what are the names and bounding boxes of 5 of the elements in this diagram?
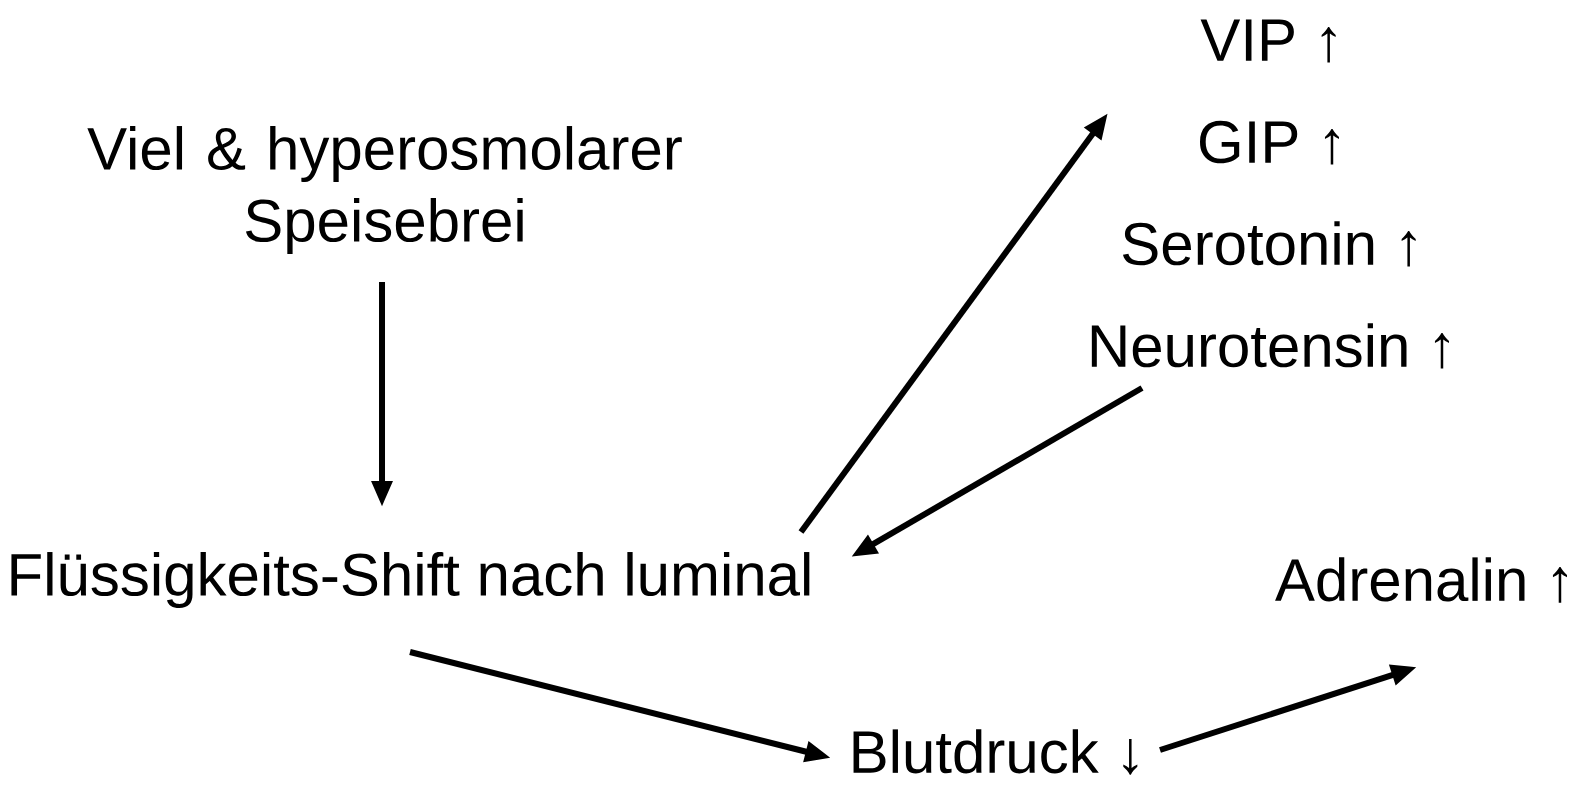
text-label: Blutdruck ↓ <box>853 729 1138 775</box>
text-label: Flüssigkeits-Shift nach luminal <box>11 552 810 608</box>
text-label: Viel & hyperosmolarer Speisebrei <box>87 126 682 254</box>
label-stack: VIP ↑ GIP ↑ Serotonin ↑ Neurotensin ↑ <box>1091 19 1449 369</box>
text-label: Adrenalin ↑ <box>1275 557 1567 603</box>
